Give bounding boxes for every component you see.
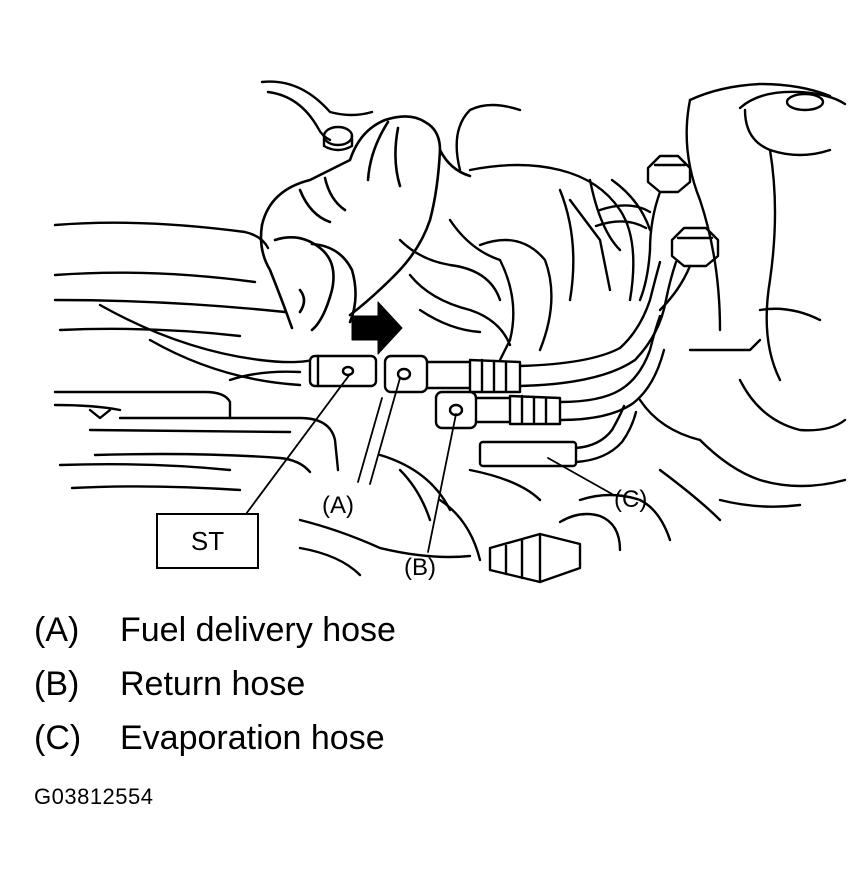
st-label-box: ST (156, 513, 259, 569)
engine-bay-illustration (53, 80, 847, 584)
direction-arrow (351, 301, 403, 355)
background-right-parts (594, 82, 847, 522)
line-drawing (53, 80, 847, 584)
callout-b: (B) (404, 554, 436, 581)
callout-c: (C) (614, 486, 648, 513)
legend-row-b: (B) Return hose (34, 662, 534, 716)
legend-text: Fuel delivery hose (120, 611, 396, 649)
legend-text: Return hose (120, 665, 306, 703)
figure-code: G03812554 (34, 784, 154, 809)
hand-illustration (259, 115, 472, 332)
background-engine-parts (53, 80, 472, 577)
leader-lines (242, 373, 613, 553)
legend-row-c: (C) Evaporation hose (34, 716, 534, 770)
fuel-delivery-hose (383, 260, 678, 394)
lower-components (378, 453, 672, 584)
callout-a: (A) (322, 492, 354, 519)
legend-key: (B) (34, 665, 80, 703)
legend: (A) Fuel delivery hose (B) Return hose (… (34, 608, 534, 770)
central-housing (398, 103, 652, 362)
legend-row-a: (A) Fuel delivery hose (34, 608, 534, 662)
return-hose (434, 314, 666, 430)
legend-key: (A) (34, 611, 80, 649)
st-label: ST (190, 525, 225, 556)
special-tool-st (308, 354, 378, 388)
legend-text: Evaporation hose (120, 719, 385, 757)
legend-key: (C) (34, 719, 82, 757)
